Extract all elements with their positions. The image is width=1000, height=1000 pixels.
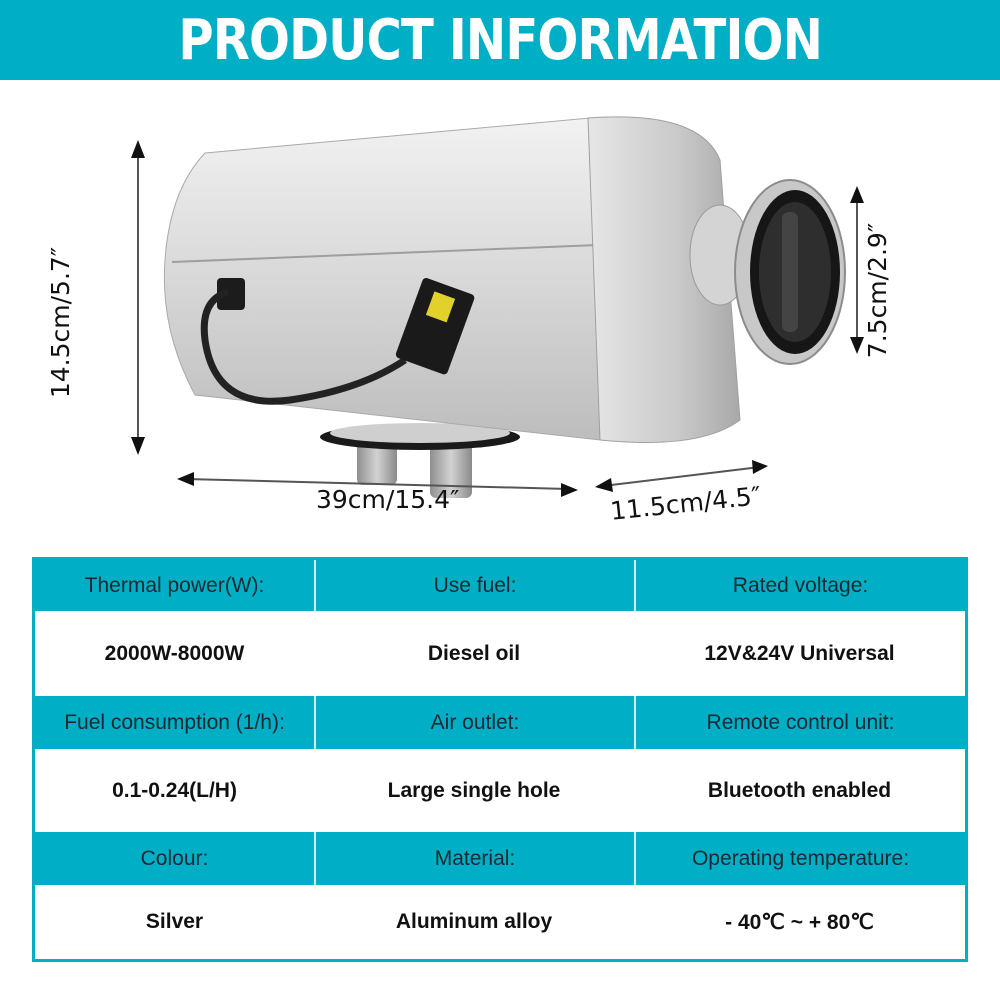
spec-table: Thermal power(W): Use fuel: Rated voltag… — [32, 557, 968, 962]
spec-label: Remote control unit: — [634, 696, 965, 749]
spec-value: 0.1-0.24(L/H) — [112, 778, 237, 802]
length-dimension-label: 39cm/15.4″ — [316, 485, 460, 514]
spec-label: Thermal power(W): — [84, 573, 265, 597]
spec-header-row: Thermal power(W): Use fuel: Rated voltag… — [35, 560, 965, 611]
spec-value: Silver — [145, 910, 204, 933]
spec-label: Air outlet: — [314, 696, 634, 749]
spec-value-row: Silver Aluminum alloy - 40℃ ~ + 80℃ — [35, 885, 965, 959]
spec-value-row: 2000W-8000W Diesel oil 12V&24V Universal — [35, 611, 965, 696]
spec-value: - 40℃ ~ + 80℃ — [725, 910, 874, 934]
spec-label: Use fuel: — [314, 560, 634, 611]
title-banner: PRODUCT INFORMATION — [0, 0, 1000, 80]
page-title: PRODUCT INFORMATION — [178, 7, 823, 73]
spec-value: 12V&24V Universal — [704, 641, 895, 665]
dimension-arrows — [131, 140, 864, 497]
spec-header-row: Fuel consumption (1/h): Air outlet: Remo… — [35, 696, 965, 749]
spec-value: Diesel oil — [427, 641, 521, 665]
spec-value: 2000W-8000W — [104, 641, 245, 665]
spec-label: Rated voltage: — [634, 560, 965, 611]
spec-label: Operating temperature: — [634, 832, 965, 885]
spec-value-row: 0.1-0.24(L/H) Large single hole Bluetoot… — [35, 749, 965, 832]
spec-header-row: Colour: Material: Operating temperature: — [35, 832, 965, 885]
spec-label: Fuel consumption (1/h): — [64, 710, 285, 734]
heater-illustration — [163, 116, 846, 498]
outlet-diameter-label: 7.5cm/2.9″ — [863, 222, 893, 359]
spec-label: Colour: — [140, 846, 209, 870]
height-dimension-label: 14.5cm/5.7″ — [46, 246, 76, 399]
spec-value: Large single hole — [387, 778, 561, 802]
spec-label: Material: — [314, 832, 634, 885]
product-figure: 14.5cm/5.7″ 7.5cm/2.9″ 39cm/15.4″ 11.5cm… — [0, 80, 1000, 540]
spec-value: Bluetooth enabled — [707, 778, 892, 802]
spec-value: Aluminum alloy — [395, 910, 553, 933]
